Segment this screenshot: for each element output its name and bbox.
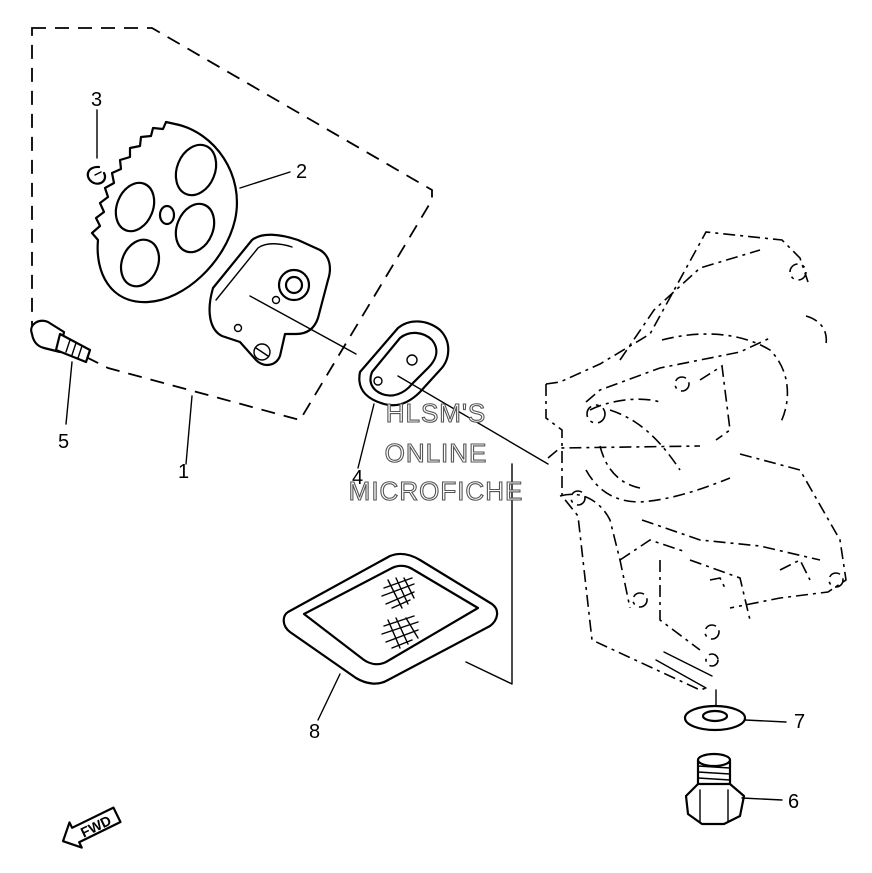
svg-text:MICROFICHE: MICROFICHE [349,476,524,506]
watermark: HLSM'S ONLINE MICROFICHE [348,397,524,506]
circlip[interactable] [86,165,107,185]
crankcase [545,231,847,691]
callout-1: 1 [178,461,189,483]
alignment-line [249,295,549,465]
strainer-leader-bracket [465,463,513,685]
fwd-label: FWD [78,812,114,840]
callout-4: 4 [352,467,363,489]
callout-8: 8 [309,721,320,743]
washer[interactable] [683,704,747,732]
callout-3: 3 [91,89,102,111]
drain-plug[interactable] [684,752,746,826]
svg-text:ONLINE: ONLINE [385,438,488,468]
svg-text:HLSM'S: HLSM'S [386,398,487,428]
callout-5: 5 [58,431,69,453]
oil-strainer[interactable] [282,552,499,685]
callout-2: 2 [296,161,307,183]
leader-lines [65,109,787,801]
bolt[interactable] [30,319,92,364]
pump-gasket[interactable] [358,320,450,407]
fwd-arrow-icon: FWD [61,806,122,849]
oil-pump-body[interactable] [208,233,331,366]
drive-gear[interactable] [90,120,238,304]
callout-7: 7 [794,711,805,733]
callout-6: 6 [788,791,799,813]
